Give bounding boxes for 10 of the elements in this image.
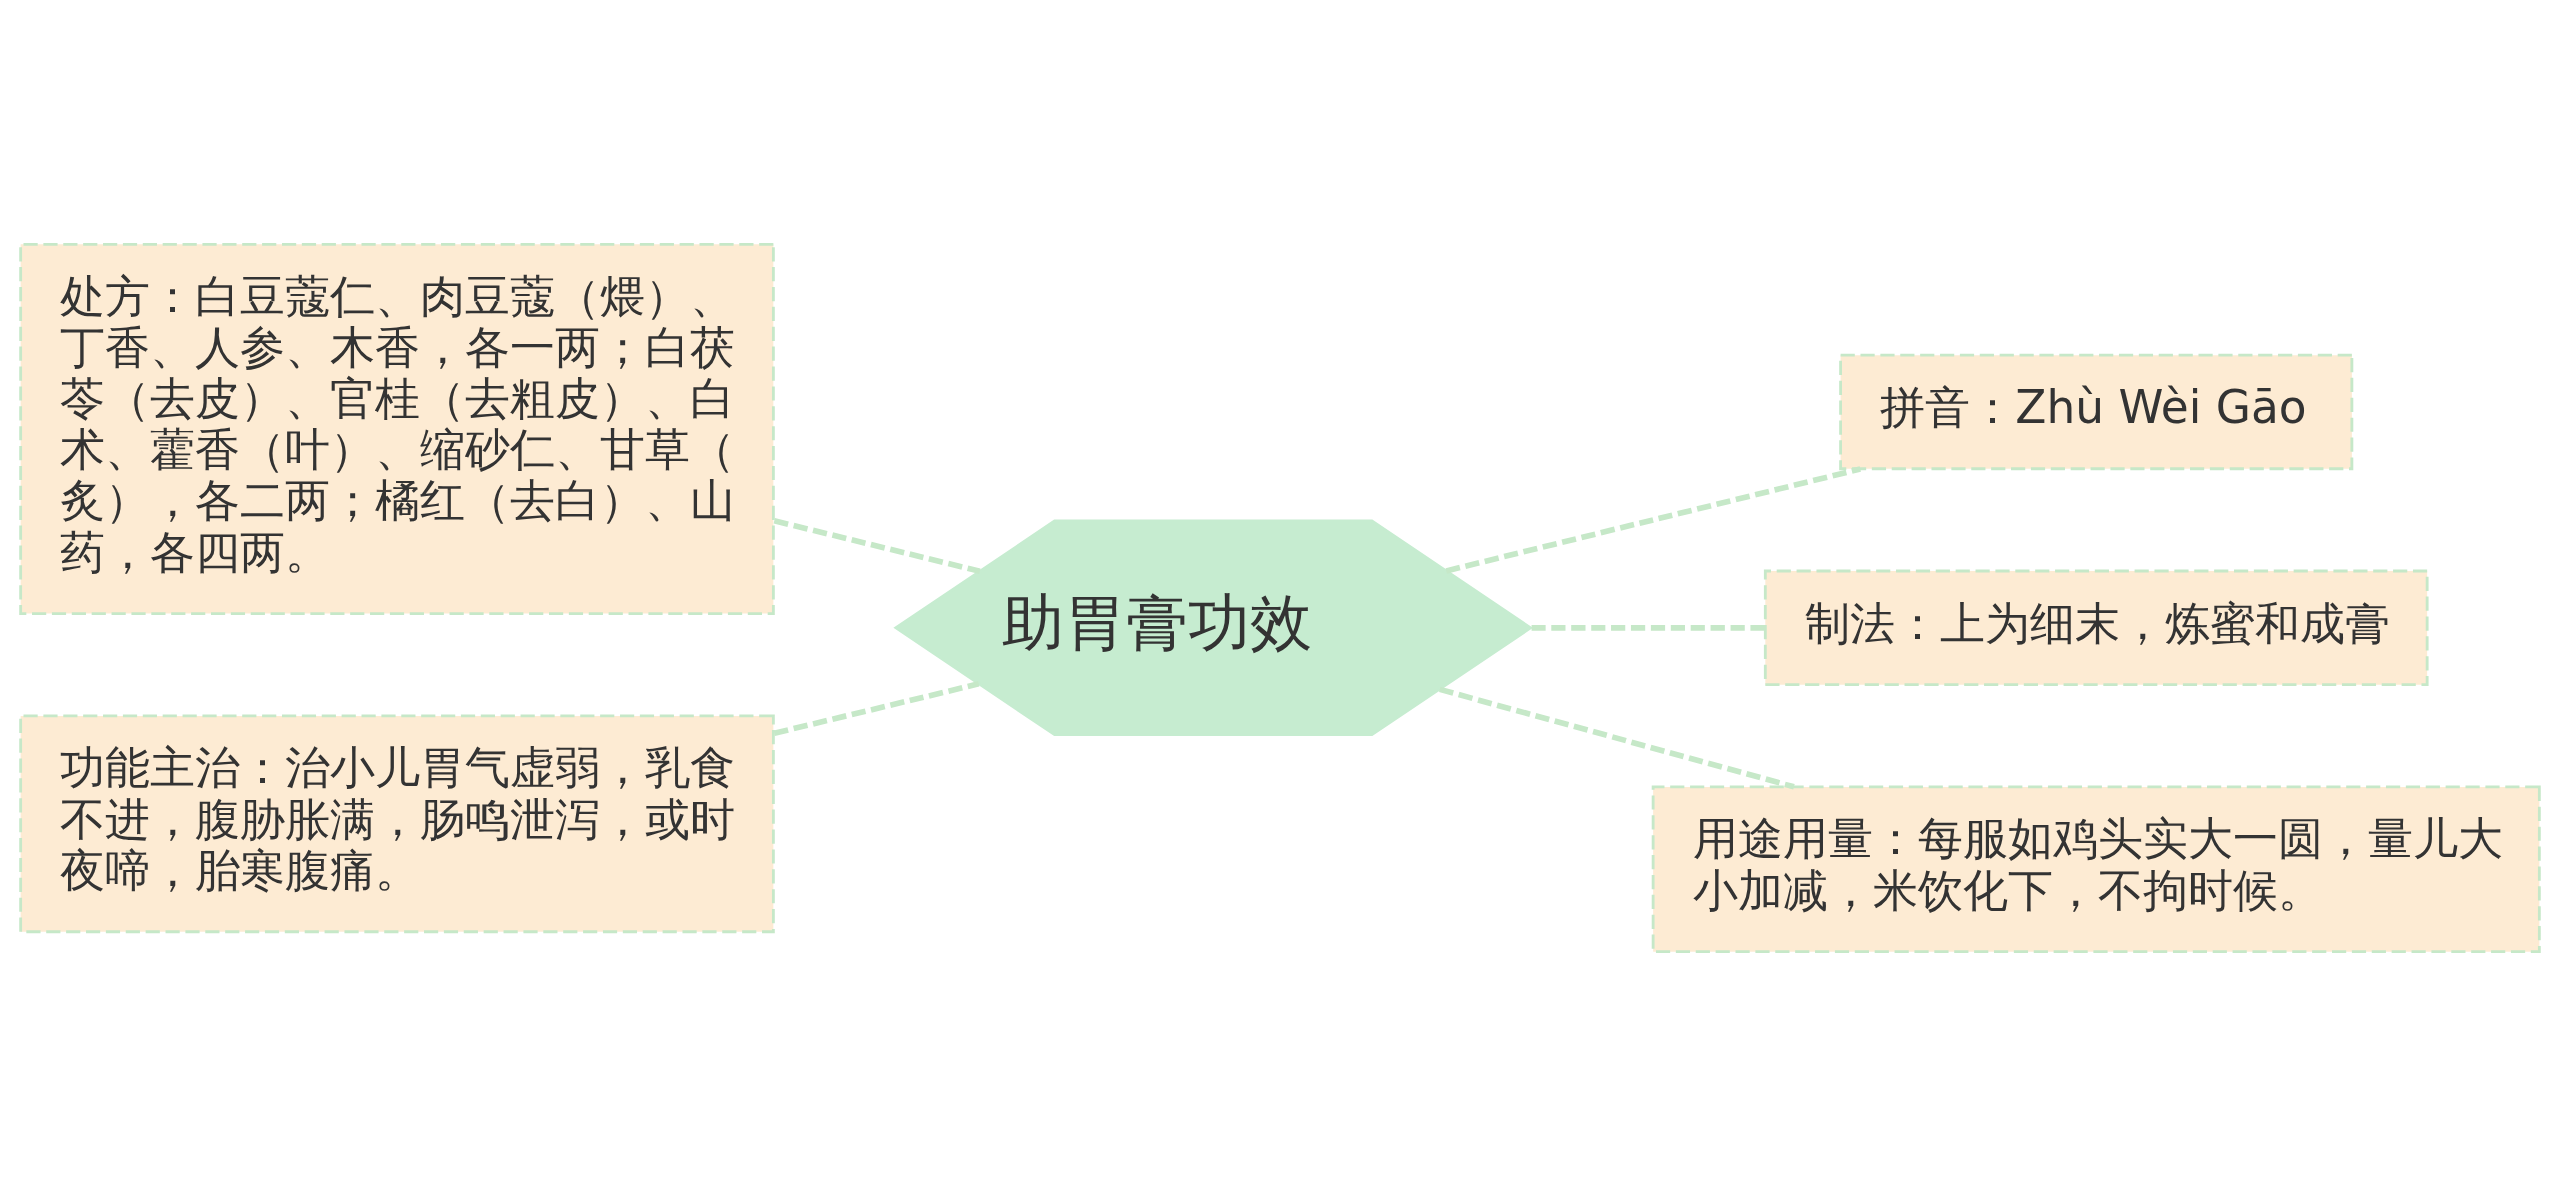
node-box: 制法：上为细末，炼蜜和成膏 [1763, 569, 2429, 687]
connector [773, 518, 981, 575]
connector [1445, 466, 1861, 574]
node-box: 拼音：Zhù Wèi Gāo [1839, 353, 2354, 471]
node-box: 功能主治：治小儿胃气虚弱，乳食不进，腹胁胀满，肠鸣泄泻，或时夜啼，胎寒腹痛。 [19, 714, 775, 934]
node-box: 用途用量：每服如鸡头实大一圆，量儿大小加减，米饮化下，不拘时候。 [1651, 785, 2541, 954]
connector [1531, 625, 1766, 631]
connector [1439, 686, 1795, 790]
node-box: 处方：白豆蔻仁、肉豆蔻（煨）、丁香、人参、木香，各一两；白茯苓（去皮）、官桂（去粗皮）、白术、藿香（叶）、缩砂仁、甘草（炙），各二两；橘红（去白）、山药，各四两。 [19, 242, 775, 616]
connector [773, 681, 980, 737]
